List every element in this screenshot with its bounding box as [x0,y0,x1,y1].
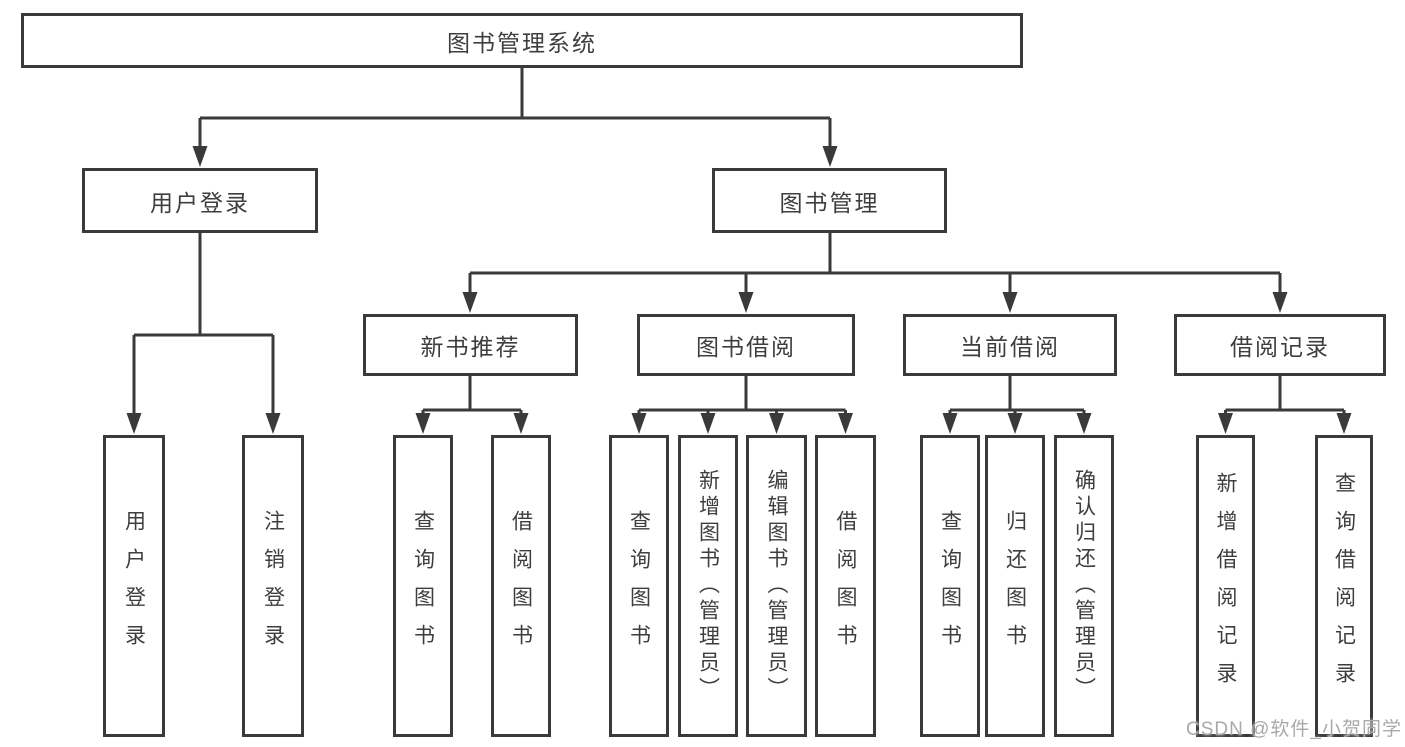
leaf-borrow-books-recommend: 借阅图书 [491,435,551,737]
node-book-management: 图书管理 [712,168,947,233]
node-borrow-records: 借阅记录 [1174,314,1386,376]
leaf-add-books-admin: 新增图书（管理员） [678,435,738,737]
leaf-edit-books-admin: 编辑图书（管理员） [746,435,807,737]
node-new-book-recommend: 新书推荐 [363,314,578,376]
node-root: 图书管理系统 [21,13,1023,68]
leaf-borrow-books: 借阅图书 [815,435,876,737]
leaf-query-books-current: 查询图书 [920,435,980,737]
node-user-login: 用户登录 [82,168,318,233]
leaf-query-books-recommend: 查询图书 [393,435,453,737]
leaf-user-login: 用户登录 [103,435,165,737]
node-book-borrow: 图书借阅 [637,314,855,376]
arrowheads [126,146,1352,434]
leaf-confirm-return-admin: 确认归还（管理员） [1054,435,1114,737]
leaf-query-books-borrow: 查询图书 [609,435,669,737]
leaf-return-books: 归还图书 [985,435,1045,737]
leaf-logout: 注销登录 [242,435,304,737]
node-current-borrow: 当前借阅 [903,314,1117,376]
leaf-query-borrow-record: 查询借阅记录 [1315,435,1373,737]
watermark: CSDN @软件_小贺同学 [1186,719,1402,740]
leaf-add-borrow-record: 新增借阅记录 [1196,435,1255,737]
